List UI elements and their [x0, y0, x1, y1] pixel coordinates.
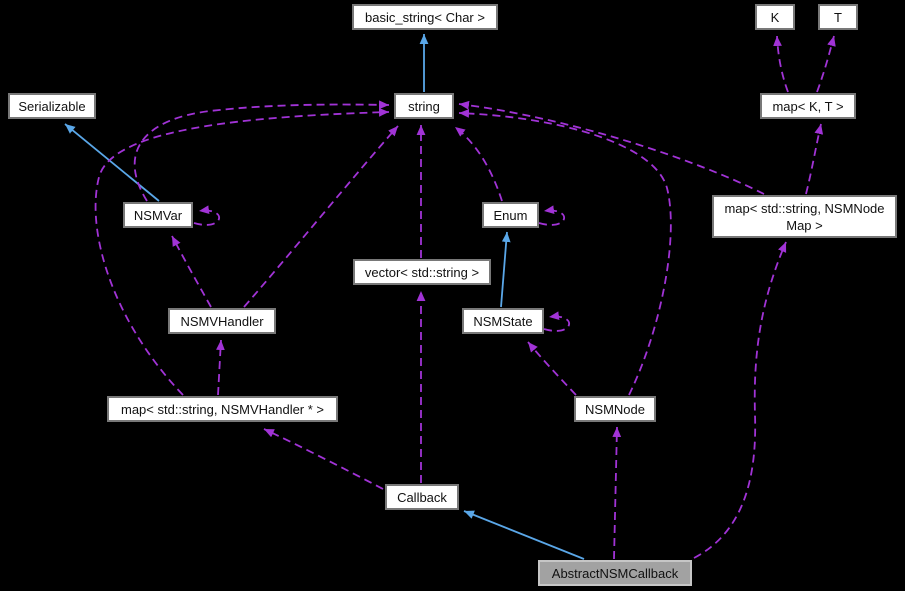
edge-mapnsmvhandler-to-string	[94, 107, 390, 396]
node-t[interactable]: T	[818, 4, 858, 30]
edge-abstractnsmcallback-to-nsmnode	[612, 426, 622, 560]
edge-nsmvar-to-string	[133, 100, 390, 202]
edge-nsmvar-self-loop	[193, 205, 220, 226]
node-callback[interactable]: Callback	[385, 484, 459, 510]
edge-enum-to-string	[454, 126, 503, 202]
node-enum[interactable]: Enum	[482, 202, 539, 228]
edge-mapnsmnodemap-to-string	[458, 100, 765, 195]
edge-nsmvhandler-to-nsmvar	[171, 235, 212, 308]
node-map-string-nsmnodemap[interactable]: map< std::string, NSMNode Map >	[712, 195, 897, 238]
node-abstractnsmcallback[interactable]: AbstractNSMCallback	[538, 560, 692, 586]
edge-nsmnode-to-nsmstate	[527, 341, 577, 396]
edge-nsmvar-to-serializable	[64, 123, 160, 202]
node-serializable[interactable]: Serializable	[8, 93, 96, 119]
edge-abstractnsmcallback-to-callback	[463, 510, 585, 560]
node-map-k-t[interactable]: map< K, T >	[760, 93, 856, 119]
node-vector-string[interactable]: vector< std::string >	[353, 259, 491, 285]
node-map-string-nsmvhandler[interactable]: map< std::string, NSMVHandler * >	[107, 396, 338, 422]
node-nsmvhandler[interactable]: NSMVHandler	[168, 308, 276, 334]
edge-enum-self-loop	[538, 205, 565, 226]
edge-mapnsmvhandler-to-nsmvhandler	[216, 339, 225, 396]
edge-nsmstate-self-loop	[543, 311, 570, 332]
edge-nsmstate-to-enum	[500, 231, 511, 308]
edge-nsmnode-to-string	[458, 109, 672, 396]
edge-mapnsmnodemap-to-mapkt	[805, 123, 824, 195]
node-k[interactable]: K	[755, 4, 795, 30]
node-string[interactable]: string	[394, 93, 454, 119]
edge-abstractnsmcallback-to-mapnsmnodemap	[693, 241, 787, 559]
node-nsmvar[interactable]: NSMVar	[123, 202, 193, 228]
edge-callback-to-mapnsmvhandler	[263, 428, 384, 490]
node-nsmstate[interactable]: NSMState	[462, 308, 544, 334]
node-basic-string[interactable]: basic_string< Char >	[352, 4, 498, 30]
edge-mapkt-to-t	[816, 35, 836, 93]
edge-mapkt-to-k	[773, 35, 789, 93]
edge-nsmvhandler-to-string	[243, 125, 399, 308]
node-nsmnode[interactable]: NSMNode	[574, 396, 656, 422]
